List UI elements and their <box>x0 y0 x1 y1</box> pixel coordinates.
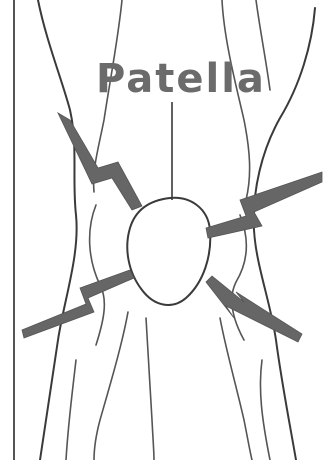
fibula-contour <box>260 360 270 460</box>
patella-label: Patella <box>96 56 266 102</box>
calf-contour-left <box>66 360 76 460</box>
knee-contour-left <box>90 205 105 345</box>
lightning-bolt-icon <box>22 270 134 338</box>
knee-contour-right <box>232 215 247 340</box>
lightning-bolt-icon <box>206 172 322 238</box>
lightning-bolt-icon <box>206 276 302 342</box>
tibia-contour-right <box>220 318 252 460</box>
leg-outline-left <box>38 0 77 460</box>
lightning-bolt-icon <box>58 113 142 210</box>
tibia-contour-center <box>146 318 154 460</box>
patella-shape <box>127 198 210 305</box>
